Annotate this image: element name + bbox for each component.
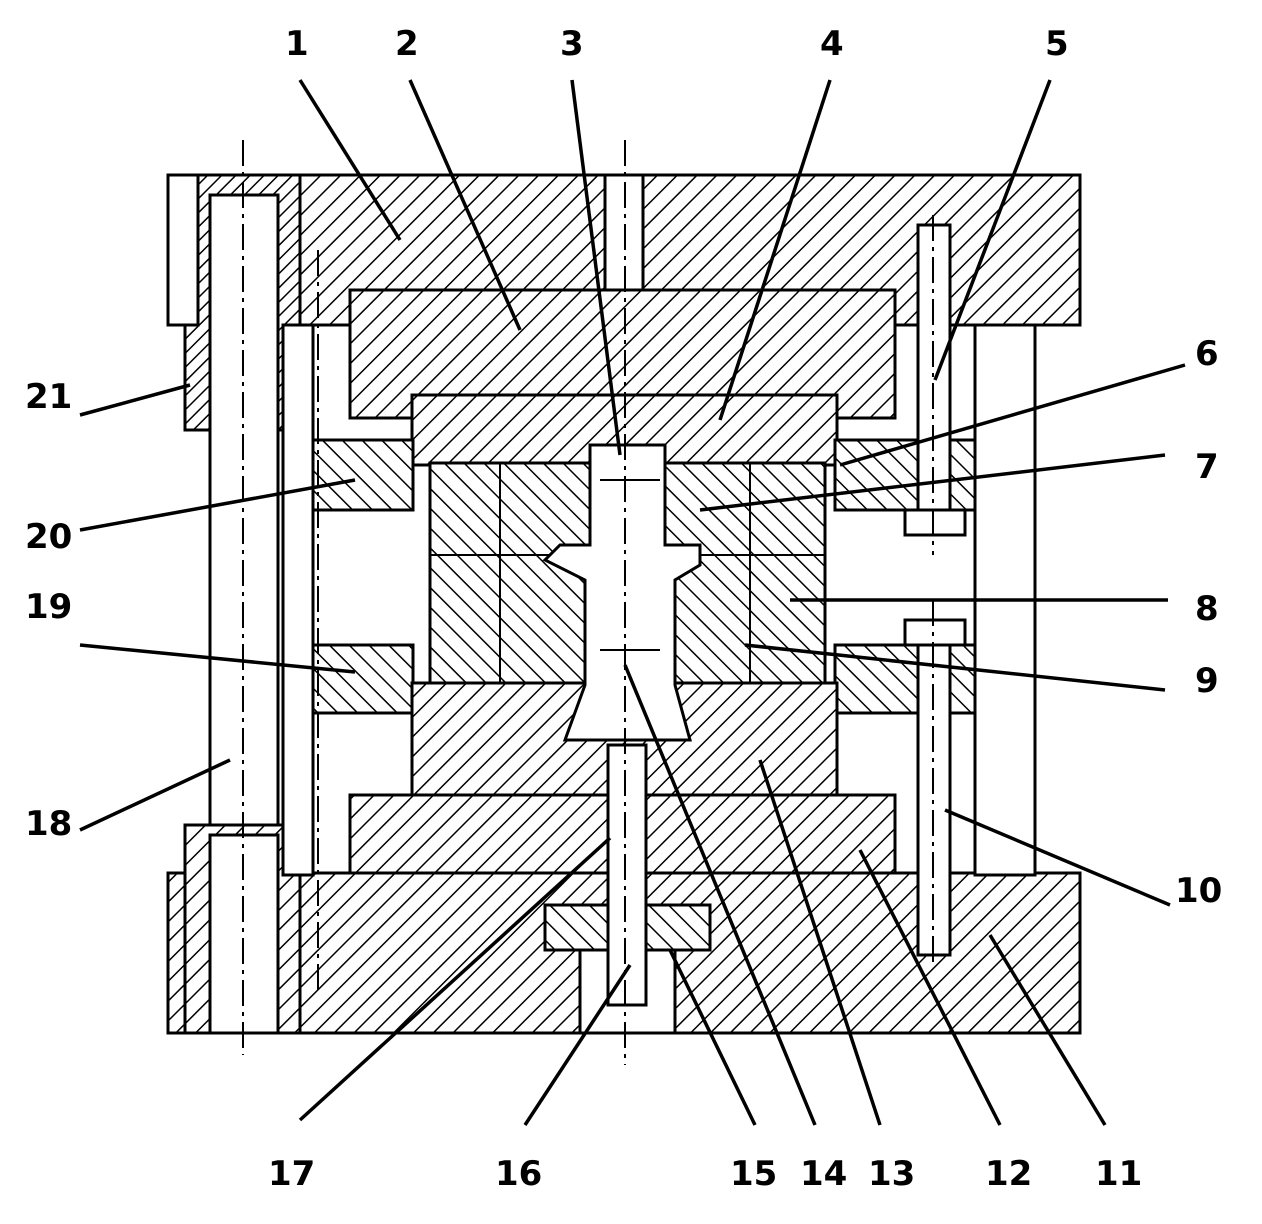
callout-7: 7 [1195,447,1219,487]
molded-part-cavity [542,443,702,742]
callout-21: 21 [25,377,72,417]
callout-20: 20 [25,517,72,557]
callout-1: 1 [285,24,309,64]
callout-19: 19 [25,587,72,627]
guide-pin [183,193,302,1035]
callout-2: 2 [395,24,419,64]
center-lines [242,140,934,1065]
callout-5: 5 [1045,24,1069,64]
callout-12: 12 [985,1154,1032,1194]
leader-lines [79,79,1186,1126]
ejector-pin [606,743,648,1007]
callout-11: 11 [1095,1154,1142,1194]
callout-3: 3 [560,24,584,64]
callout-17: 17 [268,1154,315,1194]
callout-16: 16 [495,1154,542,1194]
left-support-column [281,323,315,877]
callout-15: 15 [730,1154,777,1194]
upper-side-slide-right [833,438,977,512]
callout-10: 10 [1175,871,1222,911]
callout-8: 8 [1195,589,1219,629]
callout-4: 4 [820,24,844,64]
callout-9: 9 [1195,661,1219,701]
callout-13: 13 [868,1154,915,1194]
callout-18: 18 [25,804,72,844]
callout-14: 14 [800,1154,847,1194]
callout-6: 6 [1195,334,1219,374]
